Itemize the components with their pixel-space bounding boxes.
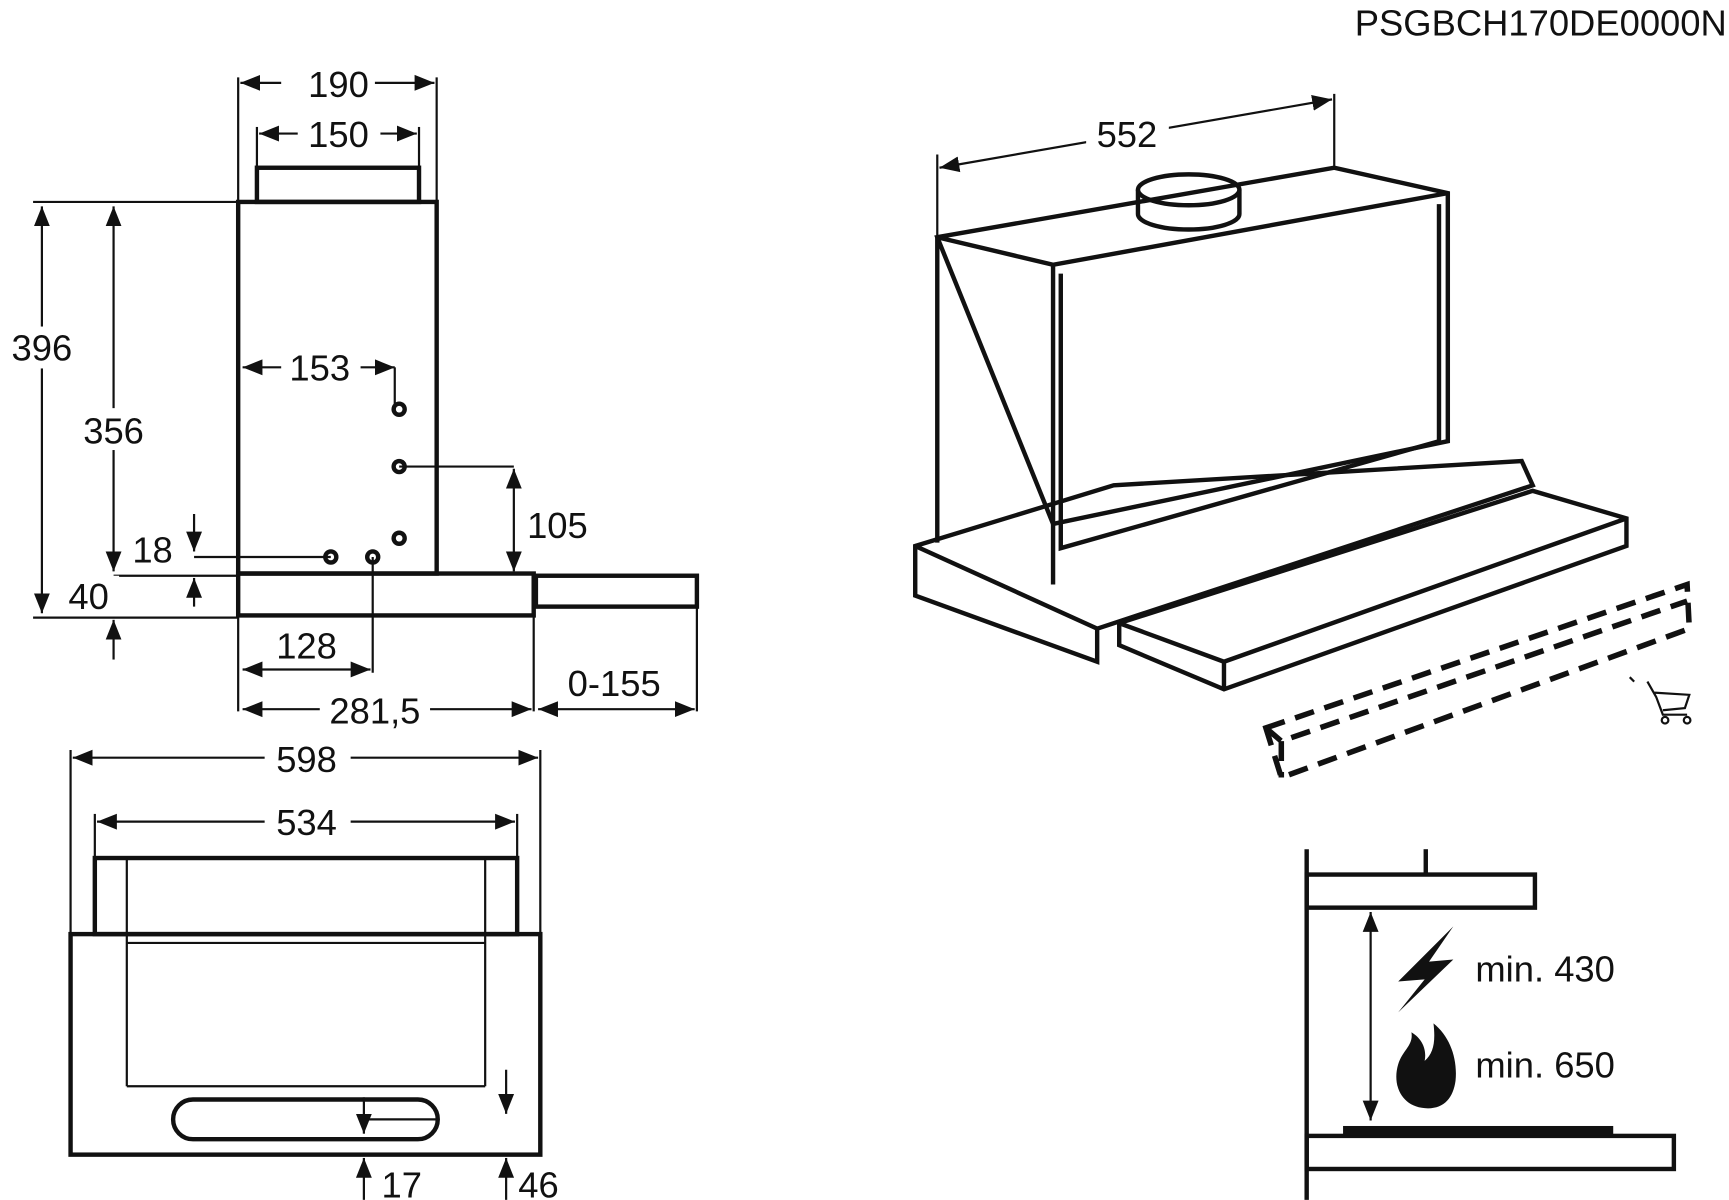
dim-552: 552 — [1097, 114, 1158, 155]
electric-clearance: min. 430 — [1475, 949, 1615, 990]
hood-base — [235, 571, 536, 618]
shopping-cart-icon — [1628, 676, 1692, 725]
hood-outline — [1304, 872, 1538, 910]
dim-0-155: 0-155 — [568, 663, 661, 704]
dim-105: 105 — [527, 505, 588, 546]
dim-153: 153 — [289, 348, 350, 389]
dim-598: 598 — [276, 739, 337, 780]
model-code: PSGBCH170DE0000N — [1355, 2, 1727, 43]
gas-clearance: min. 650 — [1475, 1044, 1615, 1085]
hob-outline — [1304, 1133, 1677, 1172]
side-view: 190 150 396 356 153 105 18 40 128 281,5 … — [5, 62, 700, 732]
iso-view: 552 — [913, 93, 1693, 782]
dim-190: 190 — [308, 64, 369, 105]
front-body — [68, 931, 543, 1157]
dim-18: 18 — [132, 530, 172, 571]
extension-visor — [533, 573, 700, 609]
dim-40: 40 — [68, 576, 108, 617]
lightning-icon — [1398, 926, 1454, 1013]
dim-281-5: 281,5 — [329, 691, 420, 732]
dim-396: 396 — [12, 328, 73, 369]
front-view: 598 534 17 46 — [68, 738, 559, 1200]
dim-128: 128 — [276, 625, 337, 666]
dim-150: 150 — [308, 114, 369, 155]
dim-356: 356 — [83, 410, 144, 451]
dim-17: 17 — [382, 1165, 422, 1200]
clearance-diagram: min. 430 min. 650 — [1304, 849, 1677, 1200]
flame-icon — [1396, 1023, 1456, 1109]
duct-collar — [254, 165, 422, 205]
dim-534: 534 — [276, 802, 337, 843]
dim-46: 46 — [518, 1165, 558, 1200]
front-top — [92, 855, 520, 937]
